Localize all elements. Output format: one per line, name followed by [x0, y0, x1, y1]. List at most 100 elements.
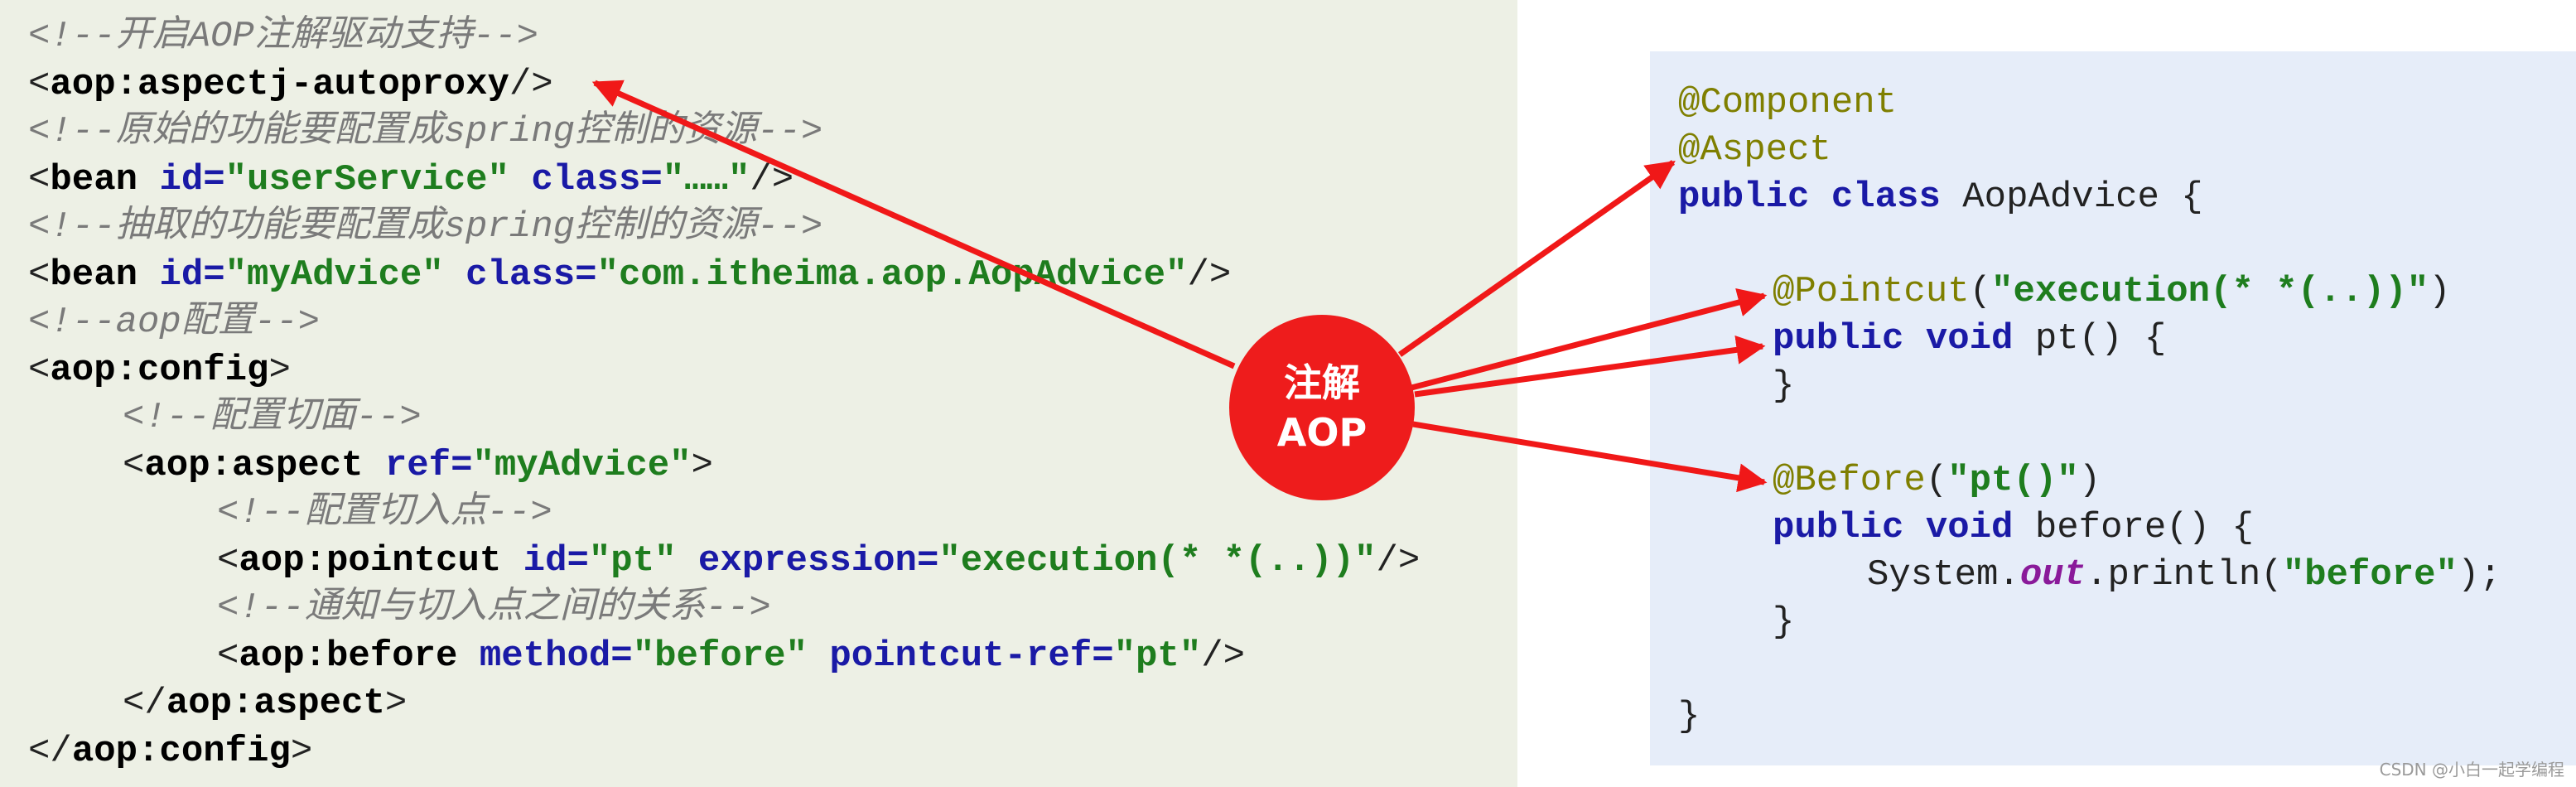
code-token: "com.itheima.aop.AopAdvice": [596, 253, 1188, 296]
code-line: <aop:config>: [28, 347, 291, 394]
code-token: ): [2429, 271, 2451, 312]
code-token: [677, 540, 698, 582]
code-token: <!--通知与切入点之间的关系-->: [217, 587, 771, 629]
code-token: (: [1925, 460, 1948, 501]
code-token: aop:config: [71, 730, 291, 772]
code-token: aop:aspectj-autoproxy: [50, 63, 509, 105]
code-token: <: [217, 539, 239, 582]
code-token: before() {: [2013, 507, 2254, 548]
code-line: @Component: [1678, 80, 1897, 126]
code-line: }: [1773, 363, 1794, 409]
code-token: [808, 635, 829, 677]
code-token: System.: [1867, 554, 2020, 596]
code-token: @Before: [1773, 460, 1926, 501]
code-token: @Pointcut: [1773, 271, 1970, 312]
code-token: [501, 540, 523, 582]
code-token: >: [290, 730, 313, 772]
code-token: [457, 635, 479, 677]
code-line: <!--抽取的功能要配置成spring控制的资源-->: [28, 204, 822, 250]
code-line: </aop:config>: [28, 728, 312, 775]
code-token: >: [691, 444, 713, 486]
code-line: <!--通知与切入点之间的关系-->: [217, 585, 771, 631]
code-token: </: [28, 730, 72, 772]
code-token: <!--开启AOP注解驱动支持-->: [28, 16, 539, 57]
code-line: <aop:aspectj-autoproxy/>: [28, 61, 553, 108]
code-token: />: [750, 158, 794, 200]
code-token: <: [28, 158, 51, 200]
code-token: >: [268, 349, 291, 391]
code-token: "before": [632, 635, 808, 677]
code-token: [363, 445, 384, 486]
code-line: <!--aop配置-->: [28, 299, 320, 345]
code-token: "pt": [588, 539, 677, 582]
code-token: >: [384, 683, 408, 724]
code-token: ): [2078, 460, 2101, 501]
code-line: <!--原始的功能要配置成spring控制的资源-->: [28, 109, 822, 155]
code-token: <: [123, 444, 145, 486]
code-token: public void: [1773, 507, 2014, 548]
code-token: id=: [523, 539, 589, 582]
code-token: }: [1678, 696, 1700, 737]
badge-line-2: AOP: [1276, 410, 1368, 455]
code-token: id=: [159, 253, 225, 296]
watermark: CSDN @小白一起学编程: [2379, 760, 2564, 780]
code-line: @Pointcut("execution(* *(..))"): [1773, 268, 2451, 315]
code-token: />: [1201, 635, 1246, 677]
code-token: ref=: [384, 444, 473, 486]
code-line: <aop:pointcut id="pt" expression="execut…: [217, 538, 1420, 584]
code-token: <: [217, 635, 239, 677]
code-token: AopAdvice {: [1940, 176, 2203, 218]
code-line: <!--配置切面-->: [123, 394, 422, 441]
code-token: .println(: [2086, 554, 2283, 596]
code-token: />: [1187, 253, 1232, 296]
code-token: />: [509, 63, 553, 105]
code-token: [137, 254, 159, 296]
code-line: <bean id="userService" class="……"/>: [28, 157, 794, 203]
code-token: @Component: [1678, 82, 1898, 123]
code-token: "userService": [224, 158, 509, 200]
code-token: "myAdvice": [224, 253, 444, 296]
code-token: pt() {: [2013, 318, 2167, 360]
badge-line-1: 注解: [1284, 360, 1360, 405]
code-line: </aop:aspect>: [123, 680, 407, 727]
code-token: </: [123, 683, 166, 724]
code-token: <!--配置切入点-->: [217, 492, 552, 534]
code-token: "execution(* *(..))": [1991, 271, 2429, 312]
code-token: />: [1376, 539, 1421, 582]
code-token: pointcut-ref=: [829, 635, 1114, 677]
code-token: public void: [1773, 318, 2014, 360]
code-token: bean: [50, 253, 138, 296]
code-line: <aop:aspect ref="myAdvice">: [123, 442, 713, 489]
code-line: }: [1678, 693, 1700, 740]
code-token: }: [1773, 365, 1795, 407]
code-token: [509, 159, 531, 200]
code-token: <!--抽取的功能要配置成spring控制的资源-->: [28, 206, 823, 248]
code-token: @Aspect: [1678, 129, 1831, 171]
annotation-aop-badge: 注解 AOP: [1229, 315, 1415, 500]
code-token: );: [2457, 554, 2501, 596]
code-line: <aop:before method="before" pointcut-ref…: [217, 633, 1245, 679]
code-line: }: [1773, 599, 1794, 645]
code-line: @Aspect: [1678, 127, 1831, 173]
code-token: (: [1969, 271, 1992, 312]
code-token: "execution(* *(..))": [938, 539, 1377, 582]
code-line: <!--配置切入点-->: [217, 490, 552, 536]
code-token: "……": [662, 158, 750, 200]
code-token: <!--aop配置-->: [28, 302, 321, 343]
code-token: <: [28, 63, 51, 105]
code-token: <!--原始的功能要配置成spring控制的资源-->: [28, 111, 823, 152]
code-token: "pt": [1113, 635, 1202, 677]
code-token: <: [28, 349, 51, 391]
code-line: <!--开启AOP注解驱动支持-->: [28, 13, 538, 60]
code-token: aop:aspect: [166, 683, 385, 724]
code-line: public void before() {: [1773, 505, 2254, 551]
code-token: aop:pointcut: [239, 539, 502, 582]
code-token: out: [2019, 554, 2086, 596]
code-token: aop:aspect: [144, 444, 364, 486]
code-token: id=: [159, 158, 225, 200]
code-token: class=: [466, 253, 597, 296]
code-token: [444, 254, 466, 296]
code-token: aop:config: [50, 349, 269, 391]
code-token: method=: [479, 635, 633, 677]
